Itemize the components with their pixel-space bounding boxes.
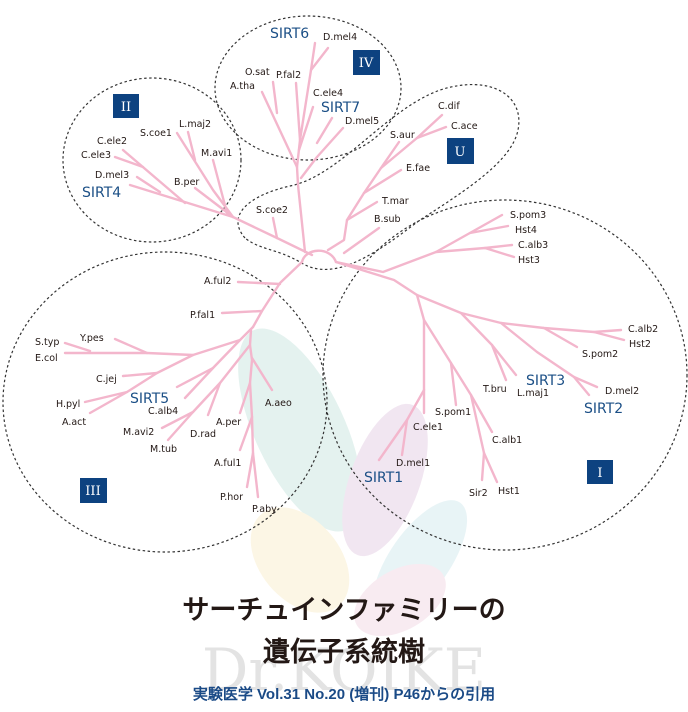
sirt4-label: SIRT4 [82,185,121,201]
class-iii-outline [2,251,328,553]
species-label: H.pyl [56,399,80,410]
figure-title-line1: サーチュインファミリーの [182,595,506,626]
class-u-badge: U [447,138,474,164]
species-label: P.hor [220,492,243,503]
species-label: C.ele4 [313,88,343,99]
svg-text:U: U [455,145,466,160]
species-label: E.fae [406,163,430,174]
sirt3-label: SIRT3 [526,373,565,389]
class-u-outline [237,83,520,271]
citation: 実験医学 Vol.31 No.20 (増刊) P46からの引用 [192,686,496,703]
species-label: Sir2 [469,488,488,499]
species-label: P.aby [252,504,277,515]
species-label: B.sub [374,214,401,225]
svg-text:IV: IV [359,56,374,71]
species-label: Hst4 [515,225,537,236]
class-ii-badge: II [113,94,139,118]
species-label: A.per [216,417,241,428]
sirt1-label: SIRT1 [364,470,403,486]
species-label: C.ele1 [413,422,443,433]
svg-text:III: III [85,484,100,499]
species-label: S.aur [390,130,415,141]
sirt2-label: SIRT2 [584,401,623,417]
species-label: P.fal2 [276,70,301,81]
species-label: M.avi1 [201,148,232,159]
class-ii-outline [62,77,242,243]
species-label: C.alb3 [518,240,548,251]
species-label: P.fal1 [190,310,215,321]
species-label: A.ful1 [214,458,241,469]
sirt7-label: SIRT7 [321,100,360,116]
species-label: C.ele2 [97,136,127,147]
species-label: Y.pes [79,333,104,344]
svg-text:II: II [121,100,131,115]
species-label: E.col [35,353,58,364]
species-label: D.rad [190,429,216,440]
species-label: Hst2 [629,339,651,350]
species-label: B.per [174,177,199,188]
species-label: D.mel4 [323,32,357,43]
watermark-logo: Dr.KOIKE [202,636,486,704]
species-label: D.mel1 [396,458,430,469]
sirt6-label: SIRT6 [270,26,309,42]
species-label: C.ele3 [81,150,111,161]
species-label: S.typ [35,337,59,348]
species-label: S.pom2 [582,349,618,360]
species-label: L.maj2 [179,119,211,130]
species-label: L.maj1 [517,388,549,399]
species-label: C.alb2 [628,324,658,335]
species-label: T.bru [482,384,507,395]
species-label: Hst3 [518,255,540,266]
species-label: M.tub [150,444,177,455]
species-label: M.avi2 [123,427,154,438]
feather-decoration [238,328,468,637]
species-label: S.pom1 [435,407,471,418]
species-label: S.pom3 [510,210,546,221]
species-label: C.alb4 [148,406,178,417]
species-label: T.mar [381,196,409,207]
species-label: S.coe1 [140,128,172,139]
species-label: O.sat [245,67,270,78]
species-label: Hst1 [498,486,520,497]
species-label: D.mel3 [95,170,129,181]
species-label: C.jej [96,374,117,385]
species-label: A.aeo [265,398,292,409]
species-label: A.ful2 [204,276,231,287]
figure-title-line2: 遺伝子系統樹 [263,637,425,668]
class-i-badge: I [587,460,613,484]
tree-branches [63,41,626,499]
species-label: C.ace [451,121,478,132]
species-label: A.act [62,417,86,428]
species-label: D.mel5 [345,116,379,127]
class-iv-badge: IV [353,50,380,75]
class-iv-outline [214,15,402,161]
sirt5-label: SIRT5 [130,391,169,407]
species-label: C.dif [438,101,460,112]
svg-text:I: I [597,466,602,481]
class-i-outline [322,199,688,551]
species-label: C.alb1 [492,435,522,446]
species-label: D.mel2 [605,386,639,397]
species-label: A.tha [230,81,255,92]
class-iii-badge: III [80,478,107,503]
species-label: S.coe2 [256,205,288,216]
